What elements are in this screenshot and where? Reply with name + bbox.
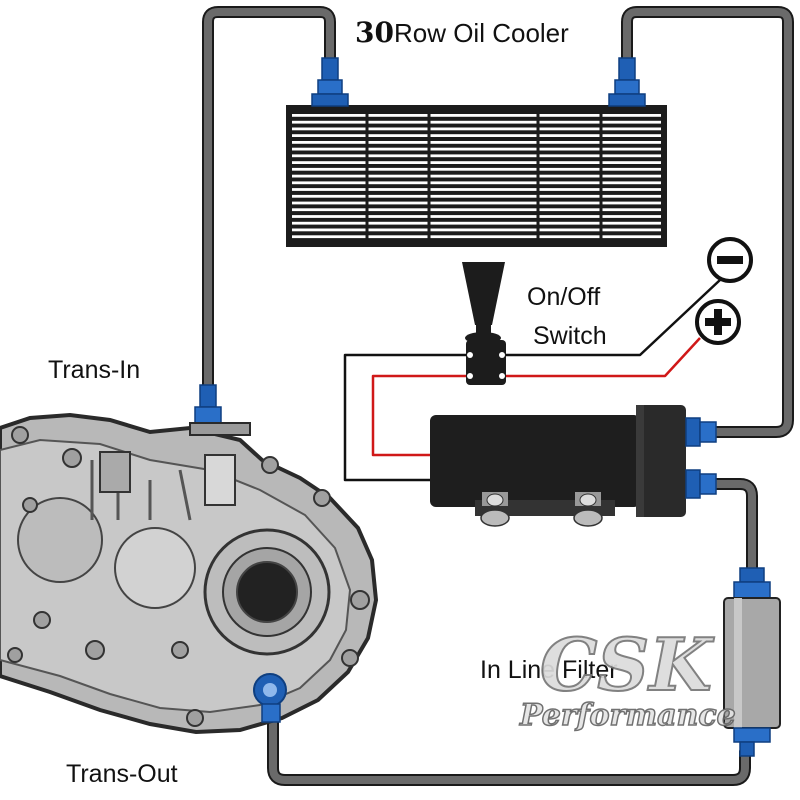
inline-filter — [723, 567, 781, 757]
hoses — [202, 6, 794, 786]
cooler-title-text: Row Oil Cooler — [394, 18, 569, 48]
cooler-row — [292, 201, 661, 205]
cooler-row — [292, 127, 661, 131]
cooler-right-fitting — [608, 57, 646, 107]
watermark-main: CSK — [540, 622, 714, 707]
filter-label: In Line Filter — [480, 656, 618, 684]
pump-fitting-lower — [685, 469, 717, 499]
cooler-row — [292, 154, 661, 158]
cooler-title: 30Row Oil Cooler — [355, 16, 569, 49]
cooler-row — [292, 134, 661, 137]
csk-watermark: CSK Performance — [518, 621, 736, 734]
cooler-row — [292, 114, 661, 117]
trans-out-label: Trans-Out — [66, 760, 178, 788]
cooler-row — [292, 161, 661, 164]
toggle-switch-icon — [462, 262, 506, 385]
cooler-row — [292, 221, 661, 225]
cooler-row — [292, 181, 661, 185]
cooler-row — [292, 228, 661, 232]
switch-label-line2: Switch — [533, 322, 607, 350]
wire-red — [371, 337, 701, 457]
cooler-row — [292, 120, 661, 124]
trans-out-fitting — [253, 673, 287, 723]
minus-terminal-icon — [707, 237, 753, 283]
cooler-row — [292, 141, 661, 144]
trans-in-fitting — [189, 384, 251, 436]
cooler-row — [292, 235, 661, 239]
oil-cooler — [286, 105, 667, 247]
pump-fitting-upper — [685, 417, 717, 447]
cooler-row — [292, 194, 661, 198]
watermark-sub: Performance — [519, 698, 736, 733]
trans-in-label: Trans-In — [48, 356, 140, 384]
cooler-left-fitting — [311, 57, 349, 107]
cooler-row — [292, 208, 661, 212]
cooler-row — [292, 147, 661, 151]
transmission-housing — [0, 412, 379, 735]
switch-label-line1: On/Off — [527, 283, 600, 311]
hose-pump-to-filter — [706, 478, 758, 576]
cooler-row-count: 30 — [355, 16, 394, 49]
cooler-row — [292, 188, 661, 191]
oil-pump — [430, 405, 686, 527]
cooler-row — [292, 215, 661, 218]
plus-terminal-icon — [695, 299, 741, 345]
wiring — [343, 279, 721, 482]
cooler-rows — [292, 114, 661, 239]
cooler-row — [292, 174, 661, 178]
cooler-row — [292, 167, 661, 171]
wire-black — [343, 279, 721, 482]
